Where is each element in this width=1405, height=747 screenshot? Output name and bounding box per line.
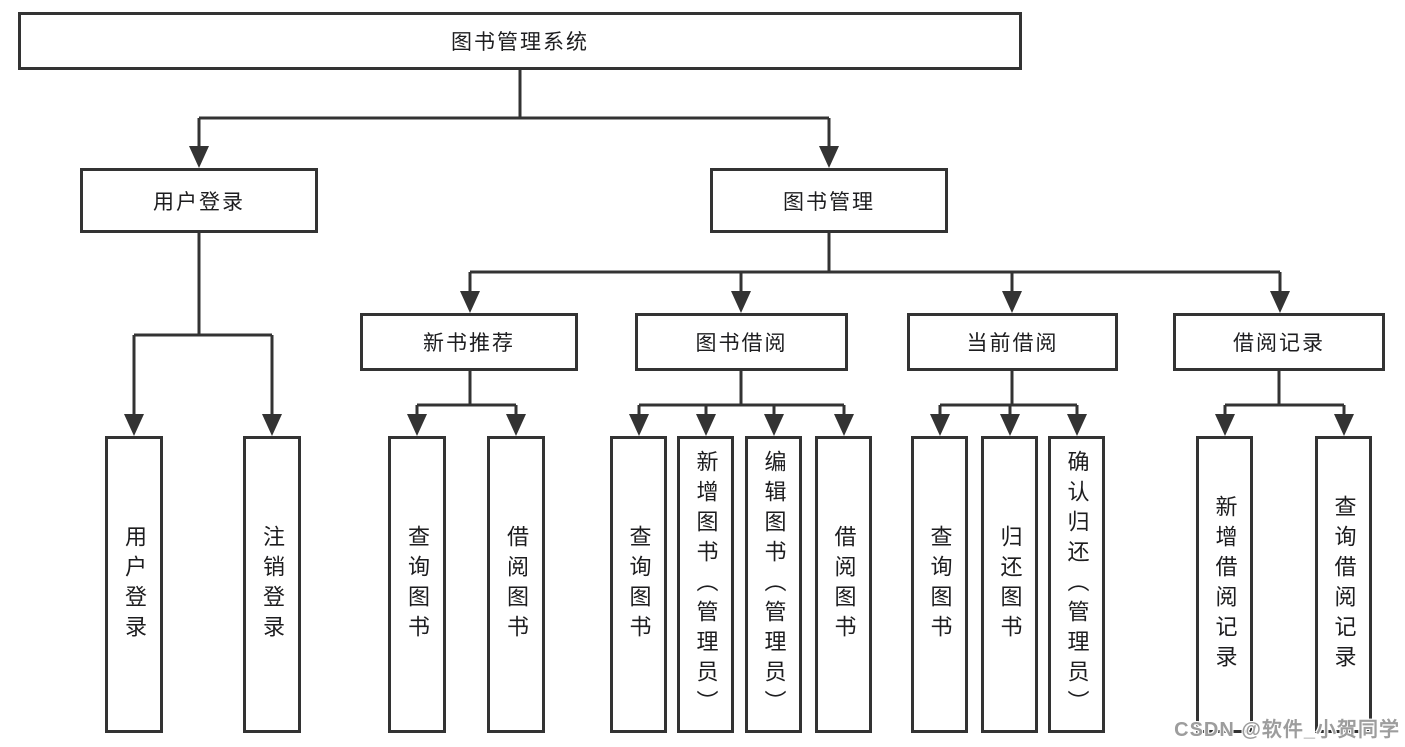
connector-records-to-leaves — [1223, 371, 1346, 416]
connector-newbooks-to-leaves — [415, 371, 518, 416]
node-label: 查询图书 — [626, 524, 652, 645]
node-borrow-records: 借阅记录 — [1173, 313, 1385, 371]
node-label: 查询图书 — [927, 524, 953, 645]
csdn-watermark: CSDN @软件_小贺同学 — [1174, 719, 1400, 741]
node-label: 借阅图书 — [831, 524, 857, 645]
connector-bookmgmt-to-level3 — [468, 233, 1282, 293]
node-label: 图书借阅 — [695, 332, 788, 355]
leaf-query-borrow-record: 查询借阅记录 — [1315, 436, 1372, 733]
leaf-borrow-book: 借阅图书 — [815, 436, 872, 733]
leaf-add-borrow-record: 新增借阅记录 — [1196, 436, 1253, 733]
node-label: 用户登录 — [153, 190, 245, 214]
node-label: 新增借阅记录 — [1212, 494, 1238, 675]
node-label: 归还图书 — [997, 524, 1023, 645]
node-label: 图书管理 — [783, 190, 875, 214]
node-label: 借阅记录 — [1233, 332, 1325, 355]
connector-userlogin-to-leaves — [132, 233, 274, 416]
node-label: 查询借阅记录 — [1331, 494, 1357, 675]
node-label: 编辑图书（管理员） — [761, 449, 787, 720]
connector-currentborrow-to-leaves — [938, 371, 1079, 416]
node-label: 查询图书 — [405, 524, 430, 645]
arrowheads-root-to-level2 — [189, 146, 839, 168]
leaf-return-book: 归还图书 — [981, 436, 1038, 733]
leaf-edit-book-admin: 编辑图书（管理员） — [745, 436, 802, 733]
leaf-user-login: 用户登录 — [105, 436, 163, 733]
node-user-login: 用户登录 — [80, 168, 318, 233]
node-label: 当前借阅 — [966, 332, 1059, 355]
node-book-management: 图书管理 — [710, 168, 948, 233]
node-library-management-system: 图书管理系统 — [18, 12, 1022, 70]
leaf-confirm-return-admin: 确认归还（管理员） — [1048, 436, 1105, 733]
leaf-newbooks-query-book: 查询图书 — [388, 436, 446, 733]
arrowheads-bookborrow-to-leaves — [629, 414, 854, 436]
node-label: 用户登录 — [122, 524, 147, 645]
leaf-newbooks-borrow-book: 借阅图书 — [487, 436, 545, 733]
node-label: 注销登录 — [260, 524, 285, 645]
node-label: 确认归还（管理员） — [1064, 449, 1090, 720]
node-label: 借阅图书 — [504, 524, 529, 645]
connector-bookborrow-to-leaves — [637, 371, 846, 416]
arrowheads-currentborrow-to-leaves — [930, 414, 1087, 436]
leaf-add-book-admin: 新增图书（管理员） — [677, 436, 734, 733]
leaf-current-query-book: 查询图书 — [911, 436, 968, 733]
arrowheads-userlogin-to-leaves — [124, 414, 282, 436]
leaf-logout: 注销登录 — [243, 436, 301, 733]
arrowheads-records-to-leaves — [1215, 414, 1354, 436]
arrowheads-newbooks-to-leaves — [407, 414, 526, 436]
arrowheads-bookmgmt-to-level3 — [460, 291, 1290, 313]
node-current-borrow: 当前借阅 — [907, 313, 1118, 371]
node-label: 新书推荐 — [423, 332, 515, 355]
node-new-book-recommend: 新书推荐 — [360, 313, 578, 371]
node-book-borrow: 图书借阅 — [635, 313, 848, 371]
node-label: 新增图书（管理员） — [693, 449, 719, 720]
connector-root-to-level2 — [197, 70, 831, 148]
node-label: 图书管理系统 — [451, 31, 589, 54]
leaf-borrow-query-book: 查询图书 — [610, 436, 667, 733]
